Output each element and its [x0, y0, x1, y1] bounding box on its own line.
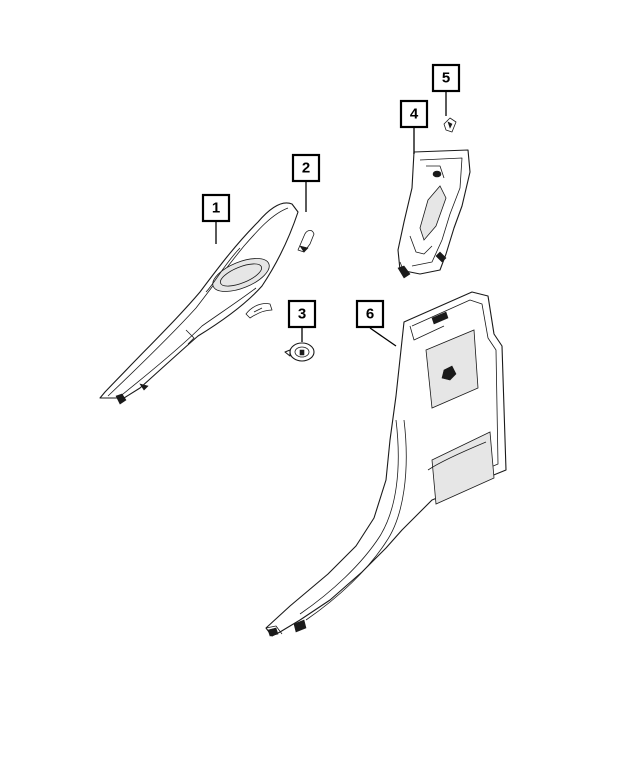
callout-3-label: 3	[298, 306, 306, 323]
callout-2-label: 2	[302, 160, 310, 177]
part-3-push-pin	[284, 342, 315, 362]
callout-6: 6	[355, 299, 385, 329]
retainer-clip	[245, 303, 273, 319]
part-1-a-pillar-trim	[99, 202, 299, 405]
callout-2: 2	[291, 153, 321, 183]
callout-4: 4	[399, 99, 429, 129]
part-6-lower-trim	[265, 291, 507, 637]
callout-3: 3	[287, 299, 317, 329]
callout-4-label: 4	[410, 106, 419, 123]
part-2-clip	[297, 230, 315, 253]
callout-5: 5	[431, 63, 461, 93]
callout-5-label: 5	[442, 70, 450, 87]
callout-6-label: 6	[366, 306, 374, 323]
part-4-b-pillar-trim	[397, 149, 471, 279]
callout-1: 1	[201, 193, 231, 223]
leader-line-6	[369, 327, 397, 347]
callout-1-label: 1	[212, 200, 220, 217]
part-5-clip	[443, 117, 457, 133]
